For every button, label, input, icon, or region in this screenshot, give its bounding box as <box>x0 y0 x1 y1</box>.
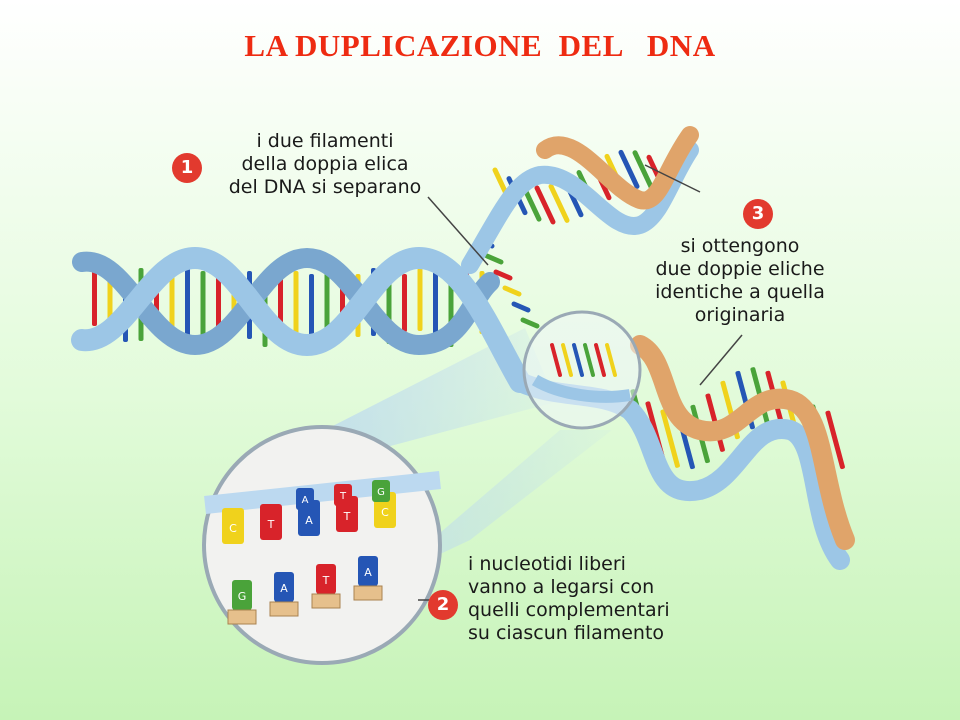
sugar-phosphate <box>311 593 341 609</box>
nucleotide-letter: T <box>339 491 347 502</box>
page-title: LA DUPLICAZIONE DEL DNA <box>244 28 716 63</box>
step-3-marker: 3 <box>743 199 773 229</box>
free-nucleotide <box>232 580 252 610</box>
step-3-label: si ottengono due doppie eliche identiche… <box>655 235 825 326</box>
upper-new-strand <box>536 126 699 210</box>
sugar-phosphate <box>269 601 299 617</box>
step-2-label: i nucleotidi liberi vanno a legarsi con … <box>468 553 670 644</box>
nucleotide-letter: T <box>343 510 351 523</box>
base-pair-rung <box>200 271 206 344</box>
base <box>594 343 606 377</box>
step-1-label: i due filamenti della doppia elica del D… <box>228 130 422 198</box>
base-pair-rung <box>402 274 407 332</box>
small-magnifier-strand <box>531 374 631 403</box>
parent-strand-back <box>72 247 500 356</box>
small-magnifier-bases <box>550 343 617 377</box>
nucleotide-letter: A <box>302 495 309 506</box>
base-pair-rung <box>309 274 314 342</box>
large-magnifier-circle <box>202 425 442 665</box>
base-pair-rung <box>632 150 654 190</box>
nucleotide-letter: T <box>322 574 330 587</box>
base-pair-rung <box>169 274 175 337</box>
free-base <box>511 301 531 313</box>
nucleotide-letter: T <box>267 518 275 531</box>
base-pair-rung <box>825 410 845 470</box>
callout-line-3b <box>699 334 743 386</box>
free-nucleotide <box>358 556 378 586</box>
base-pair-rung <box>324 268 330 341</box>
upper-parent-strand <box>461 141 699 274</box>
callout-line-3a <box>644 164 701 193</box>
template-nucleotide <box>222 508 244 544</box>
sugar-phosphate <box>353 585 383 601</box>
base-pair-rung <box>534 185 556 225</box>
template-nucleotide <box>260 504 282 540</box>
base-pair-rung <box>417 268 423 331</box>
base-pair-rung <box>293 271 299 334</box>
nucleotide-letter: A <box>280 582 288 595</box>
callout-line-1 <box>427 196 489 266</box>
free-nucleotide <box>274 572 294 602</box>
base-pair-rung <box>618 149 640 189</box>
base-pair-rung <box>660 409 680 468</box>
nucleotide-letter: C <box>381 506 389 519</box>
base <box>605 343 617 377</box>
free-base <box>493 269 513 281</box>
base <box>550 343 562 377</box>
nucleotide-letter: C <box>229 522 237 535</box>
base-pair-rung <box>92 268 97 326</box>
free-base <box>520 317 540 329</box>
base-pair-rung <box>548 183 570 223</box>
nucleotide-letter: A <box>305 514 313 527</box>
free-base <box>484 253 504 265</box>
base-pair-rung <box>216 274 221 332</box>
nucleotide-letter: G <box>238 590 247 603</box>
lower-new-strand <box>630 335 855 550</box>
base <box>561 343 573 377</box>
free-nucleotide <box>316 564 336 594</box>
base-pair-rung <box>433 271 438 339</box>
step-2-marker: 2 <box>428 590 458 620</box>
large-magnifier-strand <box>204 471 441 514</box>
top-nucleotide <box>372 480 390 502</box>
nucleotide-letter: G <box>377 487 385 498</box>
nucleotide-letter: A <box>364 566 372 579</box>
base-pair-rung <box>185 268 190 336</box>
top-nucleotide <box>334 484 352 506</box>
step-1-marker: 1 <box>172 153 202 183</box>
base <box>583 343 595 377</box>
sugar-phosphate <box>227 609 257 625</box>
base <box>572 343 584 377</box>
parent-strand-front <box>71 246 531 393</box>
free-base <box>502 285 522 297</box>
top-nucleotide <box>296 488 314 510</box>
